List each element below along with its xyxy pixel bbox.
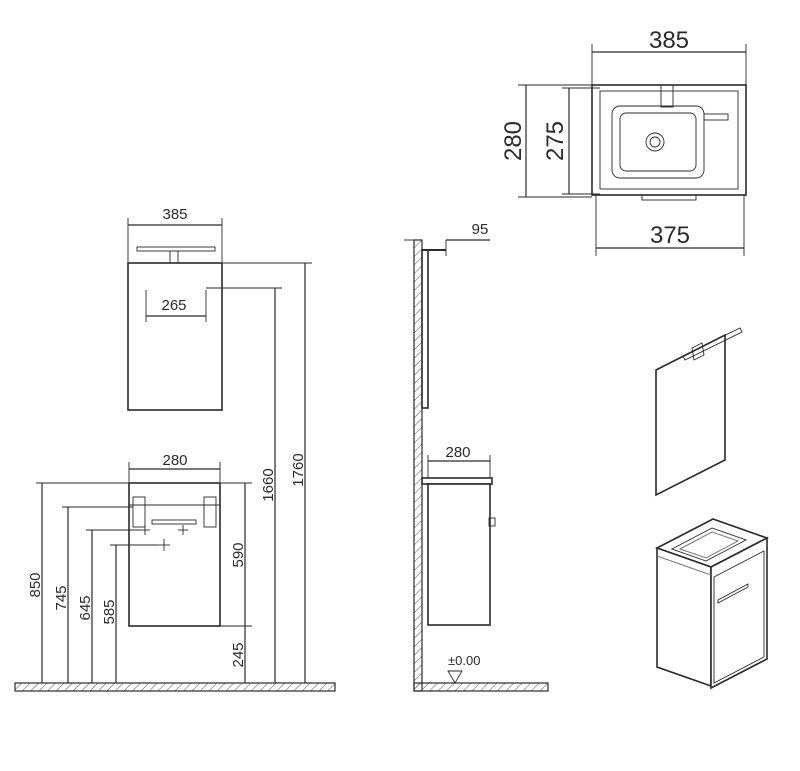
dim-top-width: 385 <box>649 27 689 54</box>
dim-outer-depth: 280 <box>500 121 527 161</box>
vanity-unit-3d <box>654 518 770 690</box>
height-dims-left <box>36 482 158 683</box>
vanity-unit-front <box>128 482 221 627</box>
floor-front <box>14 682 336 692</box>
drain-icon <box>645 132 665 152</box>
mirror-front <box>127 246 223 411</box>
dim-height-745: 745 <box>53 585 70 610</box>
floor-level-label: ±0.00 <box>448 653 480 668</box>
floor-side <box>413 682 549 692</box>
vanity-unit-side <box>421 477 496 626</box>
dim-height-645: 645 <box>77 595 94 620</box>
side-view: 95 280 ±0.00 <box>404 221 549 692</box>
dim-unit-width: 280 <box>162 452 187 469</box>
dim-mirror-inner-width: 265 <box>161 297 186 314</box>
dim-unit-depth: 280 <box>445 444 470 461</box>
dim-mirror-projection: 95 <box>472 221 489 238</box>
dim-height-1760: 1760 <box>290 453 307 486</box>
dim-height-850: 850 <box>27 572 44 597</box>
dim-inner-depth: 275 <box>542 121 569 161</box>
dim-height-245: 245 <box>230 642 247 667</box>
basin-3d <box>670 527 748 562</box>
height-dims-right <box>206 262 312 683</box>
dim-mirror-width: 385 <box>162 206 187 223</box>
top-view: 385 375 280 275 <box>500 27 747 256</box>
dim-bottom-width: 375 <box>650 222 690 249</box>
dim-height-590: 590 <box>230 542 247 567</box>
mirror-3d <box>655 327 743 497</box>
dim-height-1660: 1660 <box>260 468 277 501</box>
tap-icon <box>660 84 674 108</box>
door-handle-3d <box>717 583 749 604</box>
wall-side <box>413 239 423 692</box>
basin-top <box>611 105 705 179</box>
mirror-side <box>421 249 429 409</box>
door-3d <box>713 550 765 684</box>
front-view: 385 265 280 <box>14 206 336 692</box>
level-mark-icon <box>447 670 463 684</box>
dim-height-585: 585 <box>101 599 118 624</box>
